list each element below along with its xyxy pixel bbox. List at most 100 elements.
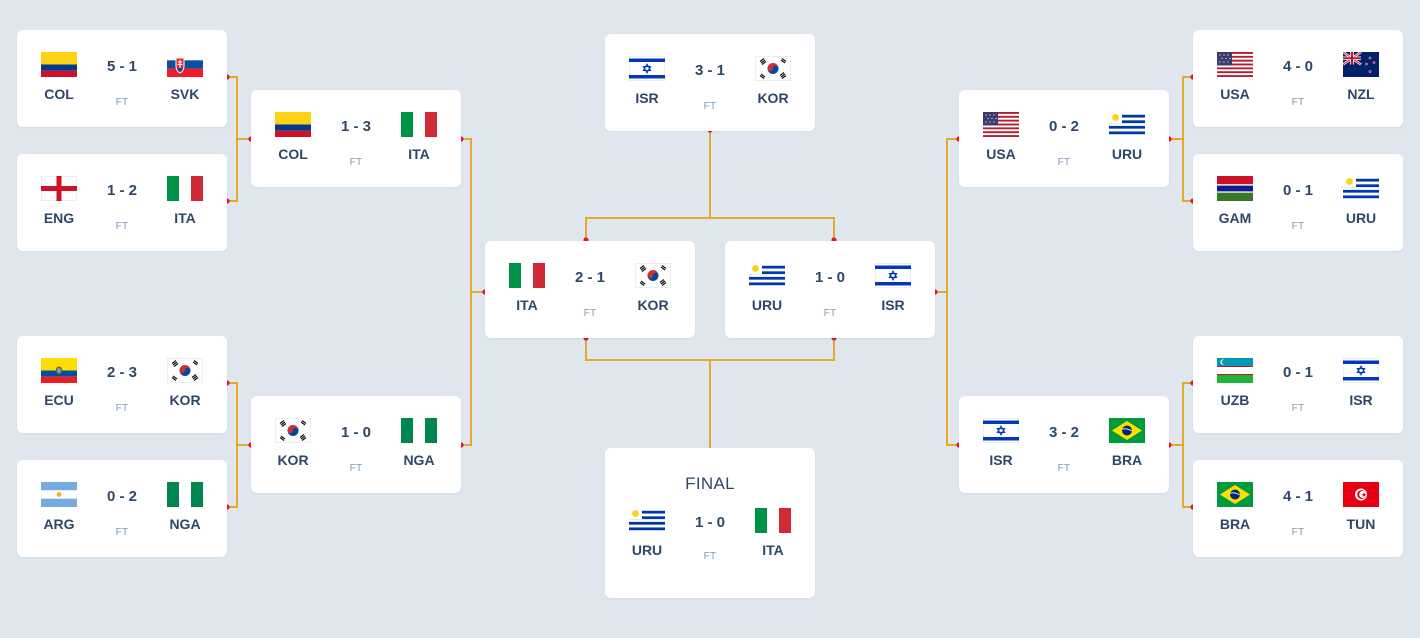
match-card[interactable]: COL 1 - 3 FT ITA — [251, 90, 461, 187]
away-team: ITA — [389, 112, 449, 162]
team-code: ENG — [43, 210, 75, 226]
nigeria-flag-icon — [167, 482, 203, 507]
brazil-flag-icon — [1109, 418, 1145, 443]
away-team: SVK — [155, 52, 215, 102]
south-korea-flag-icon — [167, 358, 203, 383]
colombia-flag-icon — [41, 52, 77, 77]
italy-flag-icon — [509, 263, 545, 288]
italy-flag-icon — [401, 112, 437, 137]
new-zealand-flag-icon — [1343, 52, 1379, 77]
team-code: BRA — [1219, 516, 1251, 532]
home-team: ISR — [617, 56, 677, 106]
away-team: URU — [1331, 176, 1391, 226]
team-code: KOR — [637, 297, 669, 313]
match-card[interactable]: UZB 0 - 1 FT ISR — [1193, 336, 1403, 433]
away-team: KOR — [155, 358, 215, 408]
team-code: ISR — [635, 90, 659, 106]
team-code: KOR — [277, 452, 309, 468]
home-team: USA — [1205, 52, 1265, 102]
slovakia-flag-icon — [167, 52, 203, 77]
away-team: NGA — [155, 482, 215, 532]
final-title: FINAL — [685, 474, 735, 493]
away-team: ITA — [743, 508, 803, 558]
match-card[interactable]: COL 5 - 1 FT SVK — [17, 30, 227, 127]
match-status: FT — [115, 527, 129, 538]
final-match-card[interactable]: FINAL URU 1 - 0 FT ITA — [605, 448, 815, 598]
home-team: COL — [263, 112, 323, 162]
team-code: COL — [278, 146, 308, 162]
team-code: ITA — [516, 297, 538, 313]
team-code: ITA — [174, 210, 196, 226]
team-code: UZB — [1220, 392, 1250, 408]
team-code: NGA — [403, 452, 435, 468]
home-team: ISR — [971, 418, 1031, 468]
team-code: ECU — [44, 392, 74, 408]
team-code: TUN — [1346, 516, 1376, 532]
match-card[interactable]: BRA 4 - 1 FT TUN — [1193, 460, 1403, 557]
match-card[interactable]: ENG 1 - 2 FT ITA — [17, 154, 227, 251]
home-team: ITA — [497, 263, 557, 313]
match-card[interactable]: USA 0 - 2 FT URU — [959, 90, 1169, 187]
home-team: BRA — [1205, 482, 1265, 532]
team-code: ISR — [881, 297, 905, 313]
away-team: ISR — [863, 263, 923, 313]
match-score: 3 - 1 — [694, 62, 725, 79]
away-team: ISR — [1331, 358, 1391, 408]
israel-flag-icon — [983, 418, 1019, 443]
match-card[interactable]: KOR 1 - 0 FT NGA — [251, 396, 461, 493]
team-code: URU — [751, 297, 783, 313]
colombia-flag-icon — [275, 112, 311, 137]
away-team: NGA — [389, 418, 449, 468]
away-team: URU — [1097, 112, 1157, 162]
match-status: FT — [1291, 97, 1305, 108]
team-code: SVK — [170, 86, 200, 102]
team-code: COL — [44, 86, 74, 102]
israel-flag-icon — [875, 263, 911, 288]
away-team: BRA — [1097, 418, 1157, 468]
match-status: FT — [583, 308, 597, 319]
team-code: ISR — [1349, 392, 1373, 408]
match-card[interactable]: GAM 0 - 1 FT URU — [1193, 154, 1403, 251]
uruguay-flag-icon — [1343, 176, 1379, 201]
home-team: URU — [617, 508, 677, 558]
south-korea-flag-icon — [755, 56, 791, 81]
match-status: FT — [1291, 527, 1305, 538]
team-code: KOR — [169, 392, 201, 408]
home-team: USA — [971, 112, 1031, 162]
match-score: 1 - 2 — [106, 182, 137, 199]
match-card[interactable]: URU 1 - 0 FT ISR — [725, 241, 935, 338]
match-score: 2 - 1 — [574, 269, 605, 286]
usa-flag-icon — [1217, 52, 1253, 77]
team-code: USA — [1220, 86, 1250, 102]
team-code: ITA — [408, 146, 430, 162]
team-code: NZL — [1347, 86, 1375, 102]
israel-flag-icon — [1343, 358, 1379, 383]
south-korea-flag-icon — [635, 263, 671, 288]
home-team: UZB — [1205, 358, 1265, 408]
england-flag-icon — [41, 176, 77, 201]
uruguay-flag-icon — [629, 508, 665, 533]
team-code: ARG — [43, 516, 75, 532]
match-card[interactable]: ECU 2 - 3 FT KOR — [17, 336, 227, 433]
match-score: 0 - 1 — [1282, 182, 1313, 199]
team-code: URU — [1111, 146, 1143, 162]
match-status: FT — [115, 221, 129, 232]
match-card[interactable]: USA 4 - 0 FT NZL — [1193, 30, 1403, 127]
uruguay-flag-icon — [749, 263, 785, 288]
team-code: BRA — [1111, 452, 1143, 468]
brazil-flag-icon — [1217, 482, 1253, 507]
match-score: 5 - 1 — [106, 58, 137, 75]
team-code: ISR — [989, 452, 1013, 468]
argentina-flag-icon — [41, 482, 77, 507]
home-team: COL — [29, 52, 89, 102]
match-card[interactable]: ARG 0 - 2 FT NGA — [17, 460, 227, 557]
away-team: KOR — [743, 56, 803, 106]
match-card[interactable]: ISR 3 - 1 FT KOR — [605, 34, 815, 131]
match-score: 4 - 1 — [1282, 488, 1313, 505]
match-card[interactable]: ITA 2 - 1 FT KOR — [485, 241, 695, 338]
match-card[interactable]: ISR 3 - 2 FT BRA — [959, 396, 1169, 493]
nigeria-flag-icon — [401, 418, 437, 443]
home-team: GAM — [1205, 176, 1265, 226]
home-team: KOR — [263, 418, 323, 468]
